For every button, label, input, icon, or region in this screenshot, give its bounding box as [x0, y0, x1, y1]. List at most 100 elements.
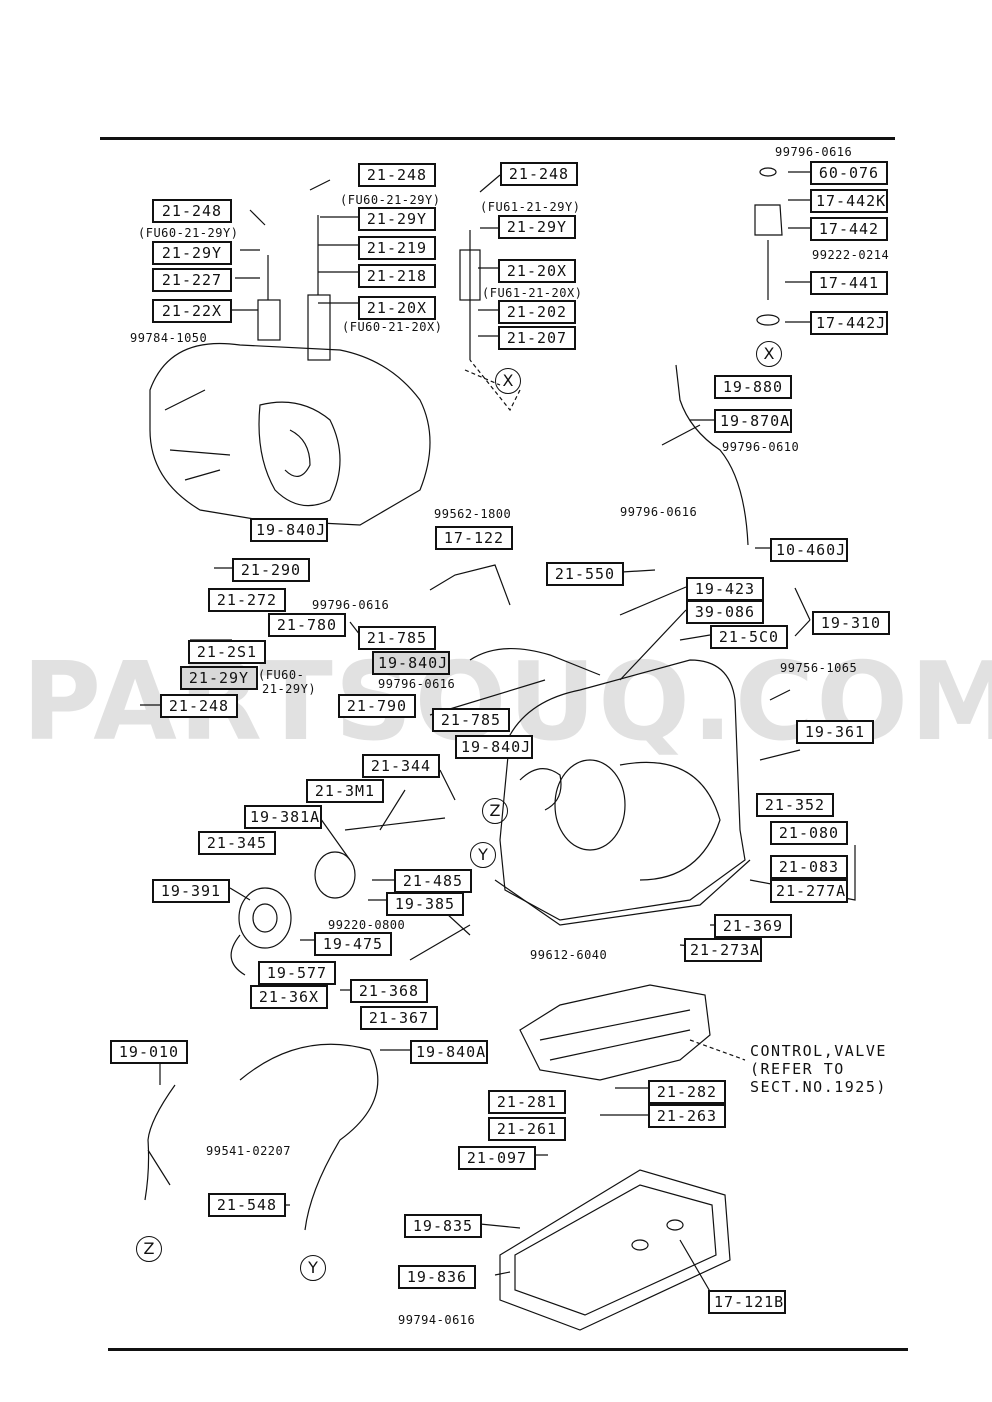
part-label[interactable]: 21-790	[338, 694, 416, 718]
part-label[interactable]: 21-248	[152, 199, 232, 223]
part-label[interactable]: 19-836	[398, 1265, 476, 1289]
part-label[interactable]: 17-441	[810, 271, 888, 295]
note: (FU60-	[258, 668, 305, 682]
bolt-number[interactable]: 99794-0616	[398, 1313, 476, 1327]
note: 21-29Y)	[262, 682, 317, 696]
part-label[interactable]: 21-352	[756, 793, 834, 817]
part-label[interactable]: 19-423	[686, 577, 764, 601]
top-rule	[100, 137, 895, 140]
part-label[interactable]: 19-835	[404, 1214, 482, 1238]
ref-circle-x[interactable]: X	[756, 341, 782, 367]
part-label[interactable]: 21-345	[198, 831, 276, 855]
part-label[interactable]: 21-344	[362, 754, 440, 778]
part-label[interactable]: 19-840A	[410, 1040, 488, 1064]
bolt-number[interactable]: 99541-02207	[206, 1144, 291, 1158]
part-label[interactable]: 17-442J	[810, 311, 888, 335]
part-label[interactable]: 19-870A	[714, 409, 792, 433]
part-label[interactable]: 21-282	[648, 1080, 726, 1104]
oil-pan	[499, 1169, 731, 1331]
part-label[interactable]: 21-29Y	[152, 241, 232, 265]
part-label[interactable]: 21-277A	[770, 879, 848, 903]
bolt-number[interactable]: 99562-1800	[434, 507, 512, 521]
part-label[interactable]: 19-391	[152, 879, 230, 903]
note: (FU60-21-29Y)	[138, 226, 239, 240]
part-label[interactable]: 21-22X	[152, 299, 232, 323]
bolt-number[interactable]: 99756-1065	[780, 661, 858, 675]
part-label[interactable]: 19-010	[110, 1040, 188, 1064]
part-label[interactable]: 21-29Y	[498, 215, 576, 239]
bolt-number[interactable]: 99796-0616	[378, 677, 456, 691]
bolt-number[interactable]: 99220-0800	[328, 918, 406, 932]
part-label[interactable]: 19-381A	[244, 805, 322, 829]
part-label[interactable]: 21-785	[358, 626, 436, 650]
ref-circle-z[interactable]: Z	[136, 1236, 162, 1262]
part-label[interactable]: 21-273A	[684, 938, 762, 962]
control-valve-note: CONTROL,VALVE	[750, 1042, 887, 1060]
part-label[interactable]: 19-361	[796, 720, 874, 744]
note: (FU61-21-20X)	[482, 286, 583, 300]
part-label[interactable]: 21-20X	[358, 296, 436, 320]
bolt-number[interactable]: 99796-0610	[722, 440, 800, 454]
part-label[interactable]: 21-248	[160, 694, 238, 718]
part-label[interactable]: 21-207	[498, 326, 576, 350]
bolt-number[interactable]: 99796-0616	[620, 505, 698, 519]
part-label[interactable]: 21-248	[500, 162, 578, 186]
part-label[interactable]: 17-442	[810, 217, 888, 241]
part-label[interactable]: 21-202	[498, 300, 576, 324]
part-label[interactable]: 21-550	[546, 562, 624, 586]
part-label[interactable]: 21-263	[648, 1104, 726, 1128]
part-label[interactable]: 21-20X	[498, 259, 576, 283]
part-label[interactable]: 21-261	[488, 1117, 566, 1141]
ref-circle-y[interactable]: Y	[470, 842, 496, 868]
part-label[interactable]: 21-5C0	[710, 625, 788, 649]
part-label[interactable]: 21-29Y	[358, 207, 436, 231]
part-label[interactable]: 21-785	[432, 708, 510, 732]
bolt-number[interactable]: 99612-6040	[530, 948, 608, 962]
bolt-number[interactable]: 99796-0616	[775, 145, 853, 159]
part-label[interactable]: 21-272	[208, 588, 286, 612]
part-label[interactable]: 21-290	[232, 558, 310, 582]
ref-circle-y[interactable]: Y	[300, 1255, 326, 1281]
ref-circle-z[interactable]: Z	[482, 798, 508, 824]
ref-circle-x[interactable]: X	[495, 368, 521, 394]
part-label[interactable]: 19-385	[386, 892, 464, 916]
bolt-number[interactable]: 99784-1050	[130, 331, 208, 345]
part-label[interactable]: 21-548	[208, 1193, 286, 1217]
part-label[interactable]: 17-442K	[810, 189, 888, 213]
part-label[interactable]: 21-3M1	[306, 779, 384, 803]
part-label[interactable]: 21-780	[268, 613, 346, 637]
part-label[interactable]: 17-122	[435, 526, 513, 550]
part-label[interactable]: 21-29Y	[180, 666, 258, 690]
part-label[interactable]: 21-080	[770, 821, 848, 845]
part-label[interactable]: 17-121B	[708, 1290, 786, 1314]
part-label[interactable]: 21-368	[350, 979, 428, 1003]
part-label[interactable]: 21-485	[394, 869, 472, 893]
bolt-number[interactable]: 99222-0214	[812, 248, 890, 262]
part-label[interactable]: 39-086	[686, 600, 764, 624]
part-label[interactable]: 21-369	[714, 914, 792, 938]
part-label[interactable]: 19-840J	[250, 518, 328, 542]
part-label[interactable]: 21-2S1	[188, 640, 266, 664]
part-label[interactable]: 60-076	[810, 161, 888, 185]
control-valve-note: (REFER TO	[750, 1060, 845, 1078]
part-label[interactable]: 21-219	[358, 236, 436, 260]
part-label[interactable]: 21-281	[488, 1090, 566, 1114]
note: (FU61-21-29Y)	[480, 200, 581, 214]
part-label[interactable]: 19-840J	[455, 735, 533, 759]
part-label[interactable]: 19-475	[314, 932, 392, 956]
part-label[interactable]: 21-248	[358, 163, 436, 187]
part-label[interactable]: 21-227	[152, 268, 232, 292]
bolt-number[interactable]: 99796-0616	[312, 598, 390, 612]
part-label[interactable]: 19-577	[258, 961, 336, 985]
part-label[interactable]: 10-460J	[770, 538, 848, 562]
part-label[interactable]: 21-097	[458, 1146, 536, 1170]
part-label[interactable]: 21-36X	[250, 985, 328, 1009]
part-label[interactable]: 21-218	[358, 264, 436, 288]
part-label[interactable]: 21-367	[360, 1006, 438, 1030]
note: (FU60-21-29Y)	[340, 193, 441, 207]
part-label[interactable]: 19-880	[714, 375, 792, 399]
note: (FU60-21-20X)	[342, 320, 443, 334]
part-label[interactable]: 21-083	[770, 855, 848, 879]
part-label[interactable]: 19-310	[812, 611, 890, 635]
part-label[interactable]: 19-840J	[372, 651, 450, 675]
